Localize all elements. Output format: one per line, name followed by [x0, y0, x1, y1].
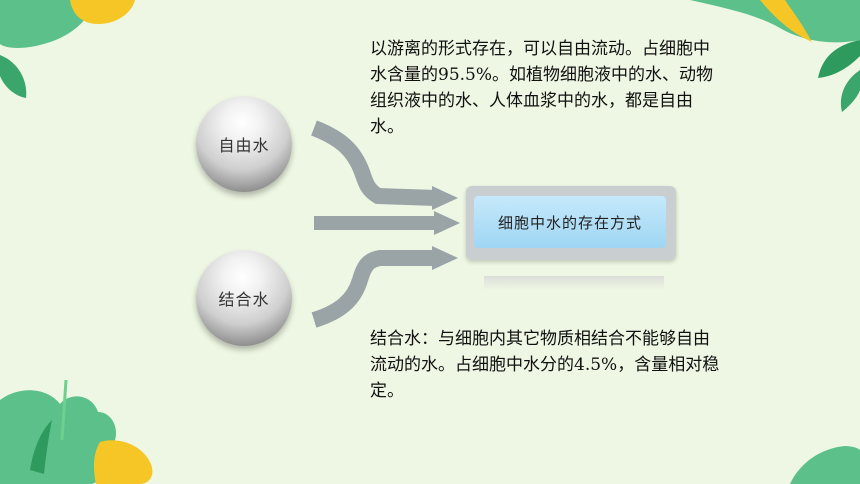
free-water-sphere: 自由水 [196, 96, 292, 192]
center-box-reflection [484, 276, 664, 290]
bound-water-label: 结合水 [218, 290, 270, 309]
top-right-leaf [690, 0, 860, 43]
top-right-palm [818, 40, 860, 78]
free-water-label: 自由水 [218, 136, 270, 155]
center-box-inner: 细胞中水的存在方式 [474, 196, 666, 248]
center-label: 细胞中水的存在方式 [497, 213, 642, 232]
bottom-right-leaf [790, 446, 860, 484]
bottom-left-sprout [30, 420, 52, 474]
bound-water-note: 结合水：与细胞内其它物质相结合不能够自由流动的水。占细胞中水分的4.5%，含量相… [370, 329, 720, 401]
bottom-left-bush [0, 390, 117, 484]
top-left-leaf-small [0, 55, 27, 98]
bottom-left-yellow [93, 440, 153, 484]
top-left-leaf [0, 0, 95, 48]
arrow-top [311, 120, 458, 210]
center-box: 细胞中水的存在方式 [466, 186, 676, 260]
bottom-left-stem [60, 379, 68, 441]
top-right-leaf-bright [760, 0, 812, 42]
arrow-middle [314, 211, 460, 235]
top-right-palm-2 [840, 70, 860, 112]
free-water-note: 以游离的形式存在，可以自由流动。占细胞中水含量的95.5%。如植物细胞液中的水、… [370, 39, 714, 137]
top-left-yellow-blob [70, 0, 135, 24]
bound-water-sphere: 结合水 [196, 250, 292, 346]
arrow-bottom [311, 246, 458, 328]
